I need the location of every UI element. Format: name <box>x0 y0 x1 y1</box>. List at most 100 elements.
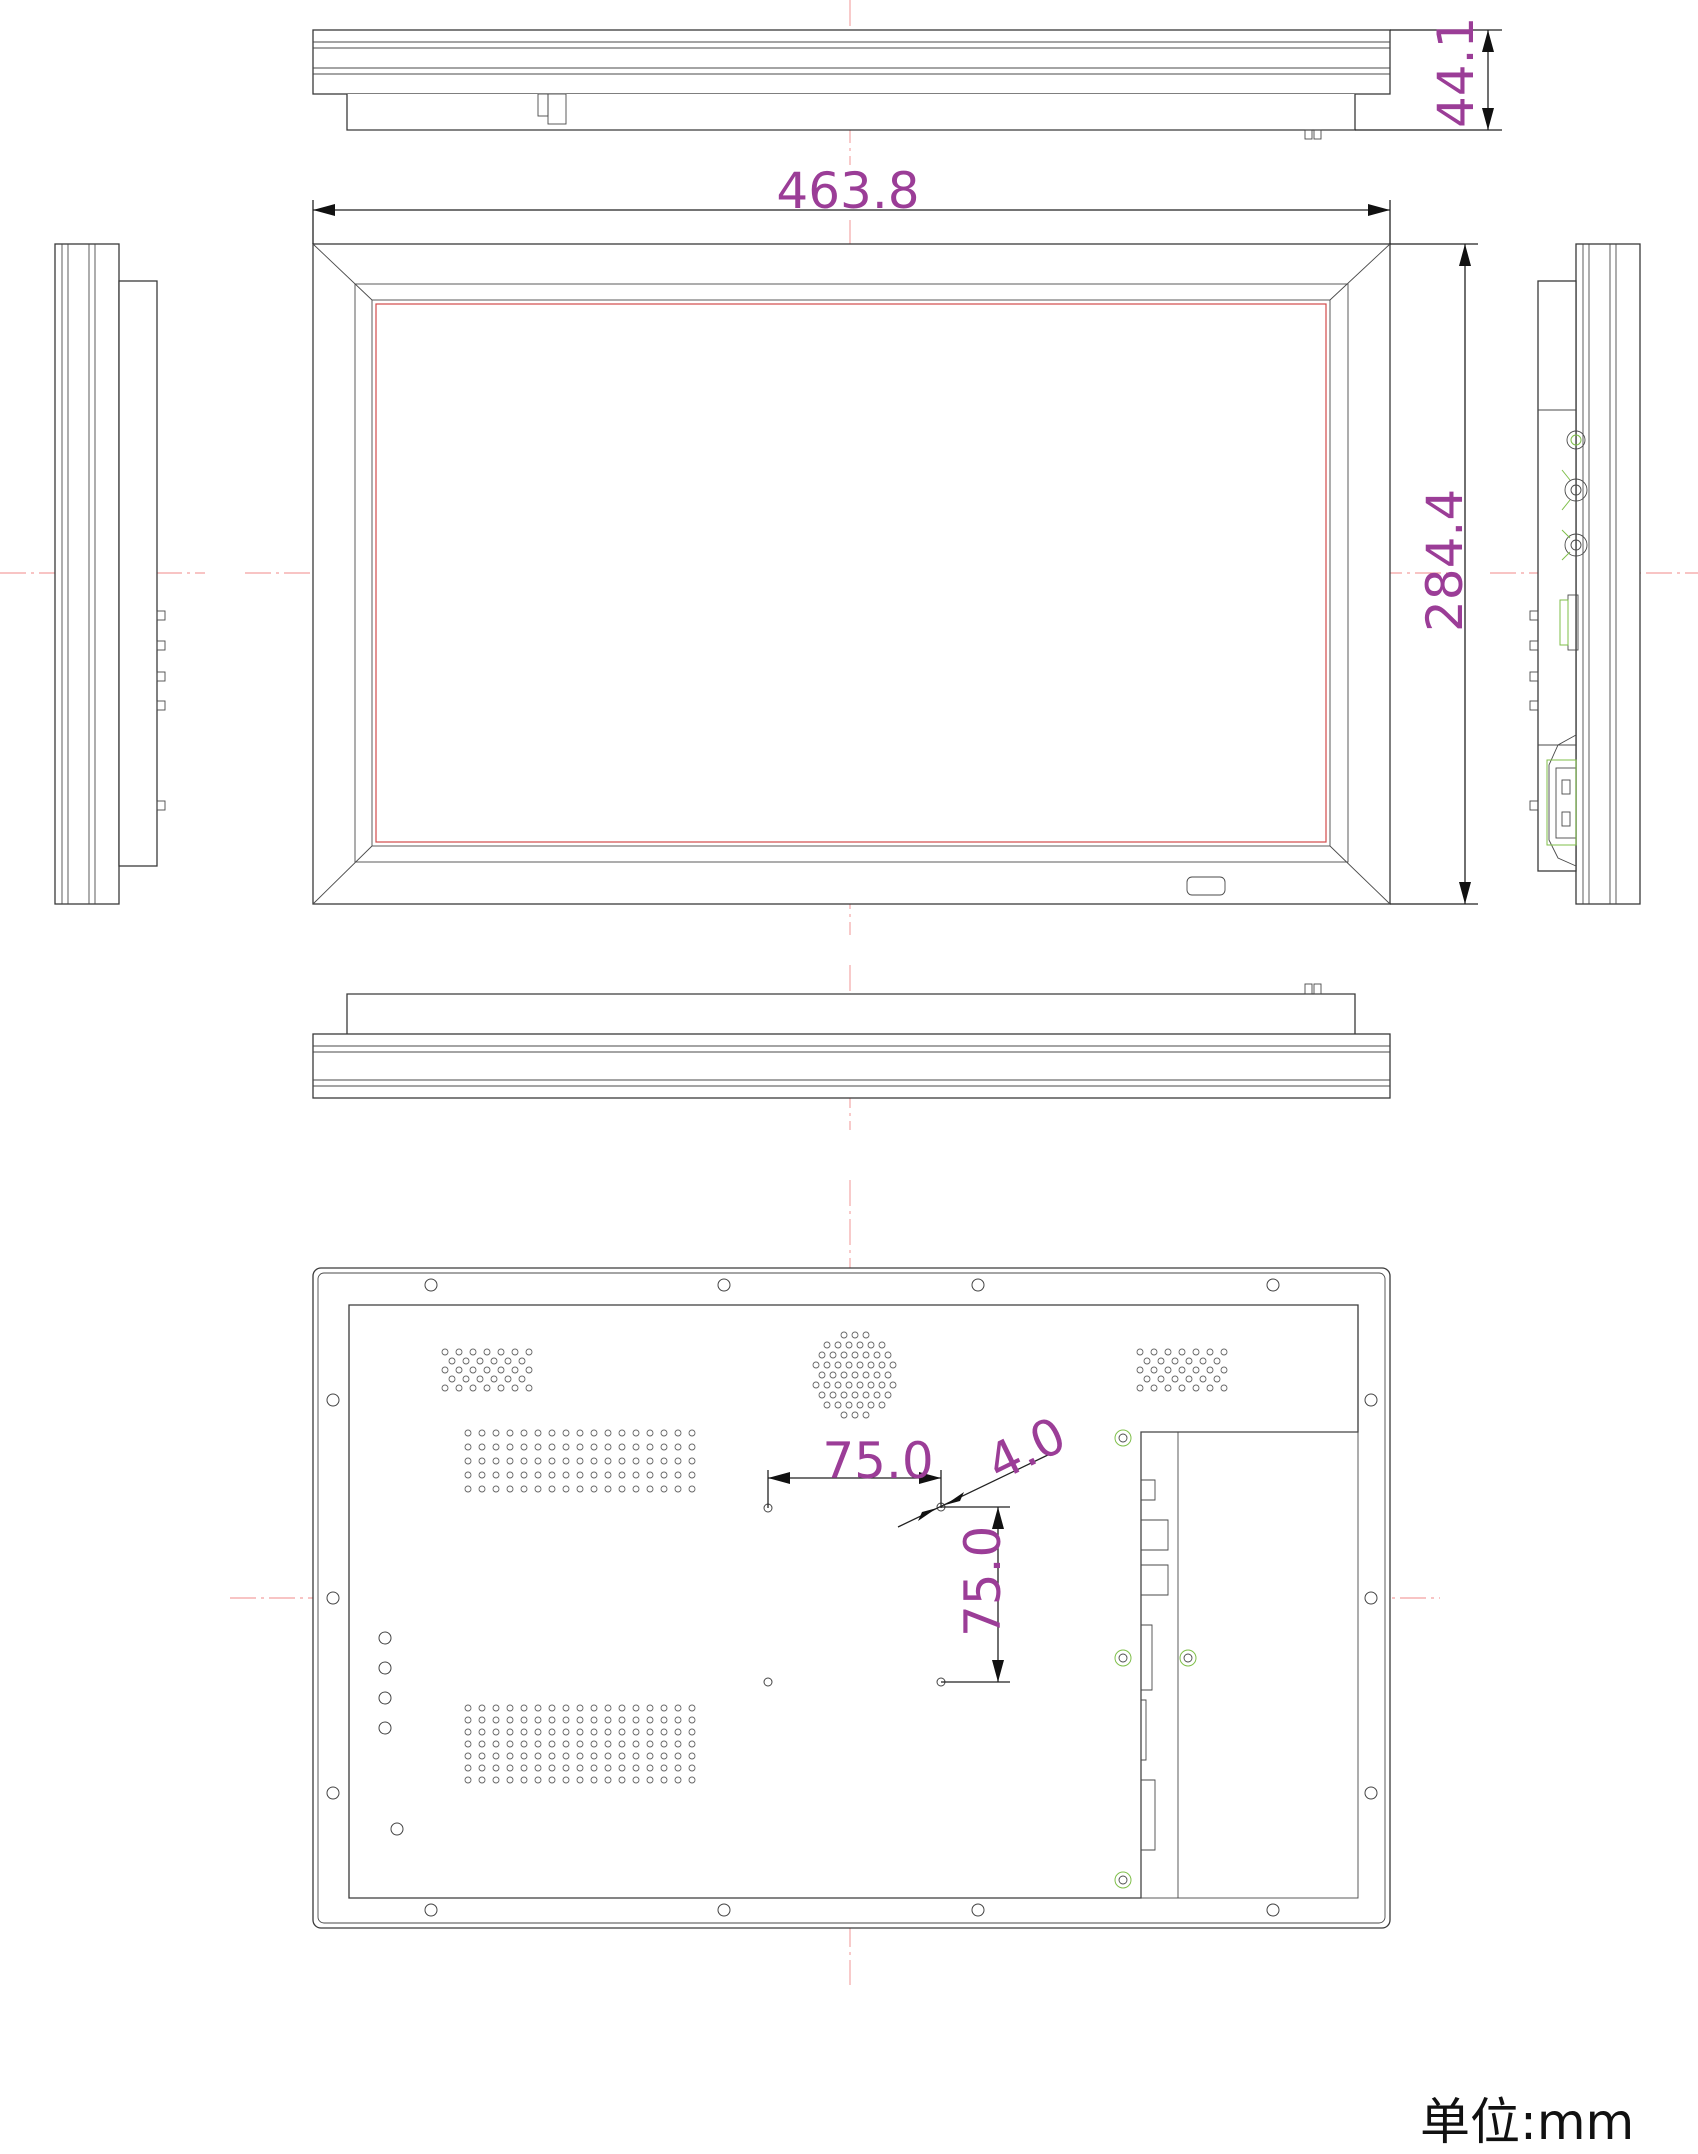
vent-hole <box>576 1728 584 1736</box>
vent-hole <box>478 1443 486 1451</box>
vesa-vertical-label: 75.0 <box>954 1526 1012 1637</box>
vent-hole <box>604 1716 612 1724</box>
vent-hole <box>562 1471 570 1479</box>
vent-hole <box>576 1776 584 1784</box>
speaker-hole <box>889 1361 897 1369</box>
speaker-hole <box>1150 1384 1158 1392</box>
vent-hole <box>590 1704 598 1712</box>
speaker-hole <box>1150 1366 1158 1374</box>
speaker-hole <box>1220 1366 1228 1374</box>
speaker-hole <box>497 1348 505 1356</box>
vent-hole <box>688 1485 696 1493</box>
vent-hole <box>646 1471 654 1479</box>
speaker-hole <box>1185 1357 1193 1365</box>
vent-hole <box>520 1776 528 1784</box>
vent-hole <box>548 1485 556 1493</box>
vent-hole <box>660 1704 668 1712</box>
vent-hole <box>632 1728 640 1736</box>
vent-hole <box>534 1443 542 1451</box>
screw <box>1266 1903 1280 1917</box>
vent-hole <box>492 1704 500 1712</box>
speaker-hole <box>840 1411 848 1419</box>
vent-hole <box>506 1764 514 1772</box>
speaker-hole <box>823 1401 831 1409</box>
screw <box>717 1903 731 1917</box>
vent-hole <box>506 1443 514 1451</box>
vent-hole <box>576 1471 584 1479</box>
vent-hole <box>520 1485 528 1493</box>
vent-hole <box>576 1485 584 1493</box>
vent-hole <box>506 1740 514 1748</box>
vent-hole <box>506 1752 514 1760</box>
vent-hole <box>492 1752 500 1760</box>
vent-hole <box>604 1740 612 1748</box>
vent-hole <box>688 1728 696 1736</box>
speaker-hole <box>1157 1375 1165 1383</box>
vent-hole <box>646 1740 654 1748</box>
vent-hole <box>478 1716 486 1724</box>
speaker-hole <box>441 1366 449 1374</box>
vent-hole <box>464 1429 472 1437</box>
vent-hole <box>660 1429 668 1437</box>
vent-hole <box>562 1752 570 1760</box>
vent-hole <box>520 1764 528 1772</box>
vent-hole <box>548 1728 556 1736</box>
vent-hole <box>590 1728 598 1736</box>
vent-hole <box>506 1776 514 1784</box>
speaker-hole <box>823 1381 831 1389</box>
vent-hole <box>646 1716 654 1724</box>
vent-hole <box>618 1457 626 1465</box>
vent-hole <box>576 1740 584 1748</box>
vent-hole <box>478 1457 486 1465</box>
vent-hole <box>478 1728 486 1736</box>
vent-hole <box>646 1728 654 1736</box>
vent-hole <box>618 1443 626 1451</box>
vent-hole <box>464 1471 472 1479</box>
vent-hole <box>492 1457 500 1465</box>
speaker-hole <box>525 1366 533 1374</box>
vent-hole <box>562 1716 570 1724</box>
screen-active-area <box>375 303 1327 843</box>
vent-hole <box>590 1443 598 1451</box>
vent-hole <box>520 1429 528 1437</box>
vent-hole <box>632 1443 640 1451</box>
speaker-hole <box>829 1391 837 1399</box>
speaker-hole <box>518 1357 526 1365</box>
vent-hole <box>464 1728 472 1736</box>
speaker-hole <box>867 1341 875 1349</box>
vent-hole <box>520 1704 528 1712</box>
speaker-hole <box>851 1351 859 1359</box>
vent-hole <box>506 1485 514 1493</box>
osd-button <box>390 1822 404 1836</box>
speaker-hole <box>1213 1375 1221 1383</box>
vent-hole <box>646 1429 654 1437</box>
speaker-hole <box>490 1357 498 1365</box>
speaker-hole <box>851 1371 859 1379</box>
speaker-hole <box>867 1401 875 1409</box>
screw <box>717 1278 731 1292</box>
vent-hole <box>492 1764 500 1772</box>
vent-hole <box>688 1740 696 1748</box>
vent-hole <box>548 1457 556 1465</box>
vent-hole <box>464 1752 472 1760</box>
speaker-hole <box>884 1391 892 1399</box>
vent-hole <box>506 1716 514 1724</box>
osd-button <box>378 1691 392 1705</box>
vent-hole <box>646 1704 654 1712</box>
vent-hole <box>688 1443 696 1451</box>
vent-hole <box>534 1740 542 1748</box>
screw <box>424 1903 438 1917</box>
vent-hole <box>632 1752 640 1760</box>
vent-hole <box>520 1740 528 1748</box>
vent-hole <box>590 1485 598 1493</box>
speaker-hole <box>469 1366 477 1374</box>
speaker-hole <box>845 1401 853 1409</box>
speaker-hole <box>462 1357 470 1365</box>
vent-hole <box>660 1728 668 1736</box>
vent-hole <box>520 1728 528 1736</box>
speaker-hole <box>856 1381 864 1389</box>
vent-hole <box>506 1457 514 1465</box>
vent-hole <box>576 1764 584 1772</box>
speaker-hole <box>455 1366 463 1374</box>
